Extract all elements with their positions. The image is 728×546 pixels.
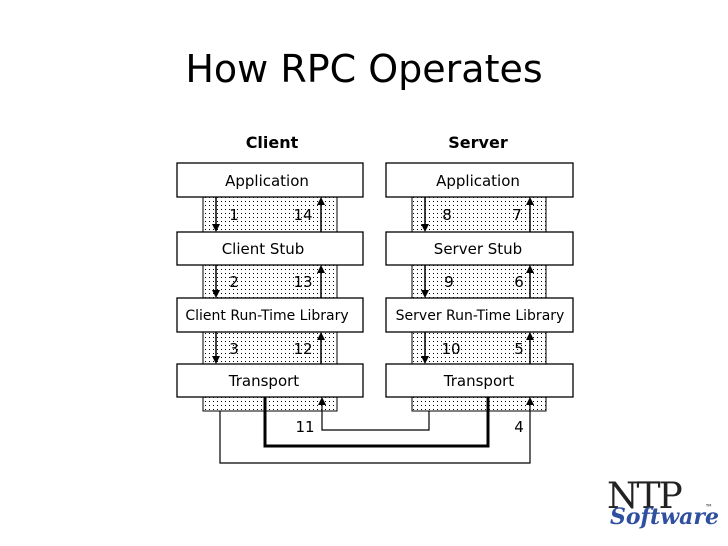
server-layer-stub-label: Server Stub	[434, 240, 522, 258]
server-arrows	[421, 197, 534, 364]
server-connectors	[411, 196, 547, 412]
server-layer-stub: Server Stub	[385, 231, 574, 266]
network-label-4: 4	[514, 418, 524, 436]
server-step-7: 7	[512, 206, 522, 224]
client-step-1: 1	[229, 206, 239, 224]
server-layer-runtime: Server Run-Time Library	[385, 297, 574, 333]
client-step-13: 13	[293, 273, 312, 291]
server-step-9: 9	[444, 273, 454, 291]
client-layer-application-label: Application	[225, 172, 309, 190]
client-layer-application: Application	[176, 162, 364, 198]
client-layer-transport: Transport	[176, 363, 364, 398]
network-request-path	[219, 397, 534, 464]
client-layer-runtime: Client Run-Time Library	[176, 297, 364, 333]
client-step-3: 3	[229, 340, 239, 358]
network-label-11: 11	[295, 418, 314, 436]
client-heading: Client	[246, 133, 299, 152]
logo-trademark: ™	[705, 503, 713, 512]
slide-title: How RPC Operates	[185, 47, 542, 91]
logo-ntp-text: NTP	[607, 476, 682, 517]
server-heading: Server	[448, 133, 508, 152]
client-layer-runtime-label: Client Run-Time Library	[185, 308, 348, 324]
server-step-10: 10	[441, 340, 460, 358]
client-layer-transport-label: Transport	[228, 372, 300, 390]
server-layer-transport-label: Transport	[443, 372, 515, 390]
server-layer-application-label: Application	[436, 172, 520, 190]
server-layer-application: Application	[385, 162, 574, 198]
server-step-labels: 8 7 9 6 10 5	[441, 206, 523, 358]
client-step-12: 12	[293, 340, 312, 358]
network-return-path	[318, 397, 430, 431]
client-arrows	[212, 197, 325, 364]
server-step-6: 6	[514, 273, 524, 291]
client-step-2: 2	[229, 273, 239, 291]
network-thick-path	[263, 397, 490, 448]
client-step-14: 14	[293, 206, 312, 224]
client-layer-stub-label: Client Stub	[222, 240, 305, 258]
logo-software-text: Software	[610, 504, 719, 530]
server-step-5: 5	[514, 340, 524, 358]
server-layer-runtime-label: Server Run-Time Library	[396, 308, 565, 324]
client-layer-stub: Client Stub	[176, 231, 364, 266]
server-step-8: 8	[442, 206, 452, 224]
ntp-software-logo: NTP Software ™	[607, 476, 719, 530]
client-step-labels: 1 14 2 13 3 12	[229, 206, 312, 358]
server-layer-transport: Transport	[385, 363, 574, 398]
